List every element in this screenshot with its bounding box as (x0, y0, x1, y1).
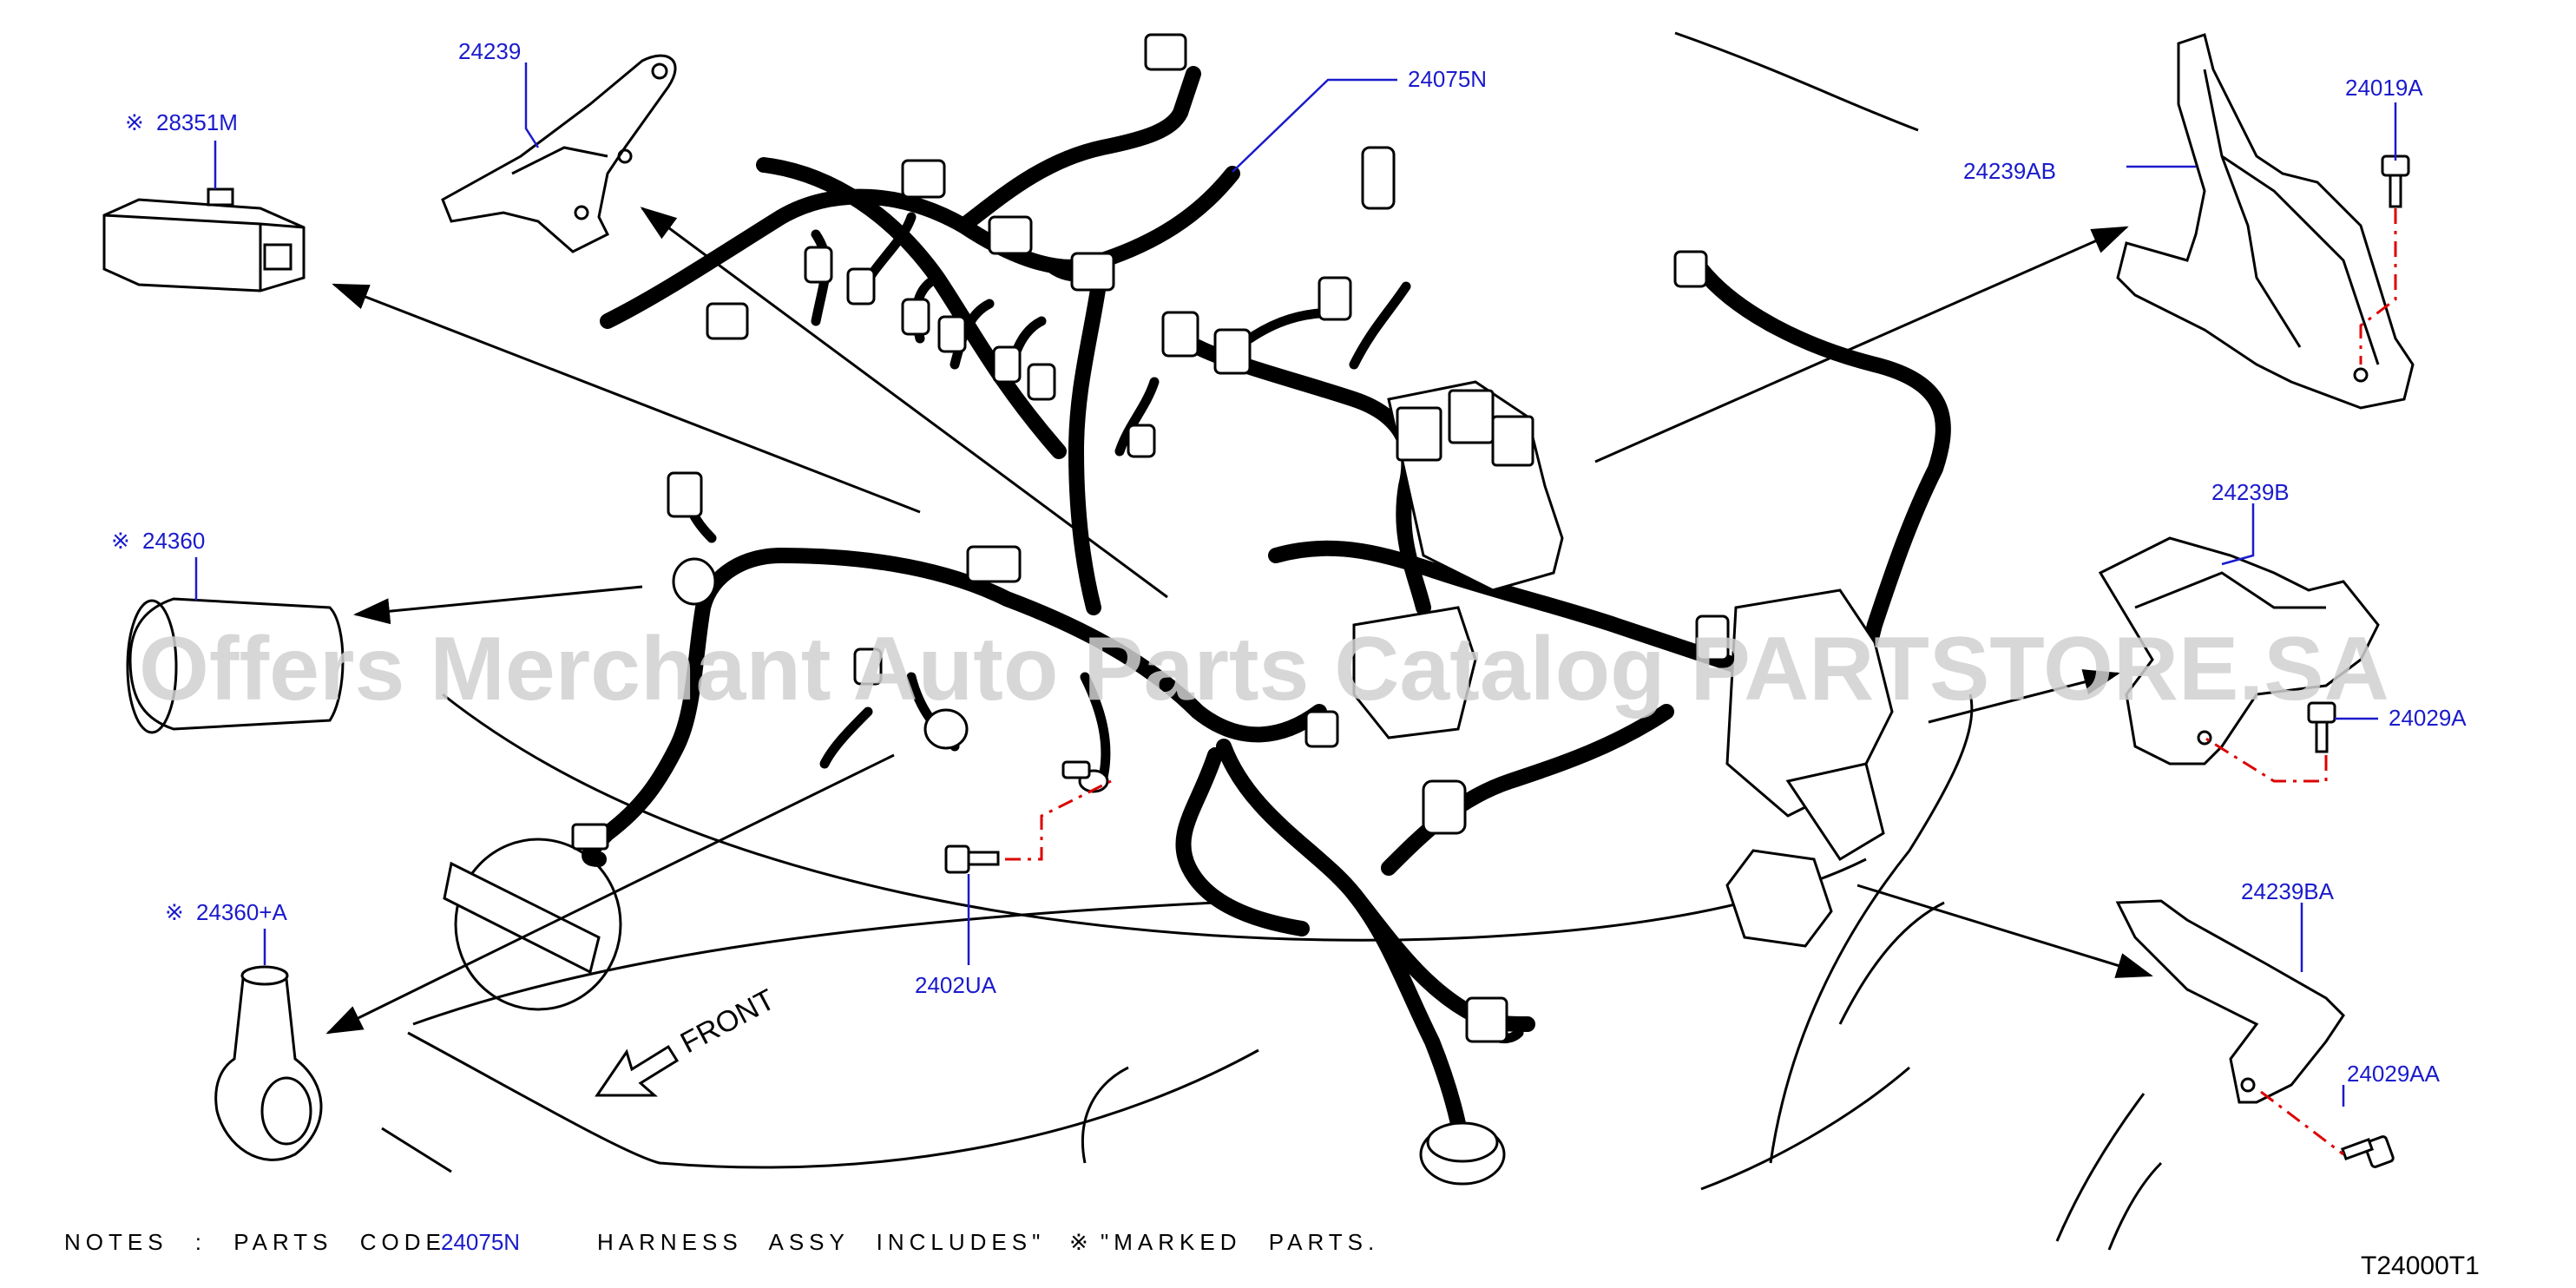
connector-q (853, 647, 883, 686)
connector-v (1465, 996, 1508, 1043)
notes-marked-symbol: ※ (1069, 1229, 1094, 1255)
notes-line: NOTES : PARTS CODE 24075N HARNESS ASSY I… (64, 1229, 1379, 1255)
callout-24029A: 24029A (2389, 705, 2467, 731)
marked-symbol-28351M: ※ (125, 109, 144, 135)
connector-d (706, 302, 749, 340)
callout-24029AA: 24029AA (2347, 1061, 2441, 1087)
watermark: Offers Merchant Auto Parts Catalog PARTS… (139, 619, 2389, 720)
harness-connectors (571, 33, 1730, 1043)
part-24239AB-bracket (2116, 33, 2415, 410)
callout-24239: 24239 (458, 38, 521, 64)
callout-24019A: 24019A (2345, 75, 2423, 101)
bolt-2402UA-icon (944, 844, 1000, 874)
connector-g (901, 298, 930, 336)
connector-f (846, 267, 876, 306)
connector-s (1304, 710, 1339, 748)
part-24239BA-bracket (2115, 899, 2345, 1104)
connector-w (571, 823, 609, 851)
connector-t (1422, 779, 1467, 835)
centerlines (1005, 208, 2397, 1156)
notes-code: 24075N (441, 1229, 520, 1255)
callout-2402UA: 2402UA (915, 972, 997, 998)
marked-symbol-24360: ※ (111, 528, 130, 554)
bolt-24029A-icon (2307, 701, 2336, 753)
connector-top (1144, 33, 1187, 71)
part-24360A-boot (214, 965, 323, 1161)
notes-middle: HARNESS ASSY INCLUDES" (597, 1229, 1045, 1255)
connector-j (1027, 363, 1056, 401)
marked-symbol-24360A: ※ (165, 899, 184, 925)
connector-n (1318, 276, 1352, 321)
fuel-cap-outline (443, 838, 622, 1011)
front-indicator: FRONT (595, 983, 780, 1097)
part-24360-boot (126, 597, 345, 734)
grommet-small (923, 708, 969, 750)
connector-h (937, 315, 967, 353)
callout-24239AB: 24239AB (1963, 158, 2056, 184)
grommet-left (672, 557, 717, 606)
callout-24360: 24360 (142, 528, 205, 554)
part-24239-bracket (441, 54, 677, 253)
connector-u (1695, 614, 1730, 661)
connector-p (667, 471, 703, 518)
connector-m (1213, 328, 1252, 375)
callout-24075N: 24075N (1408, 66, 1487, 92)
body-outline-lines (381, 31, 2163, 1251)
connector-b (988, 215, 1033, 255)
part-24239B-bracket (2098, 536, 2380, 766)
notes-suffix: "MARKED PARTS. (1101, 1229, 1379, 1255)
connector-c (1070, 252, 1115, 292)
callout-24239B: 24239B (2211, 479, 2290, 505)
bolt-24019A-icon (2381, 154, 2410, 208)
notes-prefix: NOTES : PARTS CODE (64, 1229, 446, 1255)
callout-28351M: 28351M (156, 109, 238, 135)
ground-terminals (1061, 760, 1109, 793)
bolt-24029AA-icon (2340, 1135, 2395, 1168)
connector-i (992, 345, 1022, 384)
bottom-grommet (1419, 1121, 1506, 1186)
connector-o (1673, 250, 1708, 288)
front-label: FRONT (675, 983, 780, 1061)
connector-r (966, 545, 1022, 583)
explode-arrows (325, 207, 2153, 1035)
connector-e (804, 246, 833, 284)
callout-24360A: 24360+A (196, 899, 287, 925)
leader-lines (194, 62, 2397, 1107)
connector-a (901, 159, 946, 199)
part-28351M-relay (102, 187, 306, 292)
connector-k (1127, 424, 1156, 458)
front-arrow-icon (595, 1044, 680, 1097)
callout-labels: 24239 ※ 28351M 24075N 24019A 24239AB ※ 2… (111, 38, 2467, 1087)
figure-code: T24000T1 (2361, 1252, 2480, 1280)
connector-l (1161, 311, 1199, 358)
connector-right-top (1361, 146, 1396, 210)
relay-block (1352, 380, 1894, 948)
callout-24239BA: 24239BA (2241, 878, 2335, 904)
